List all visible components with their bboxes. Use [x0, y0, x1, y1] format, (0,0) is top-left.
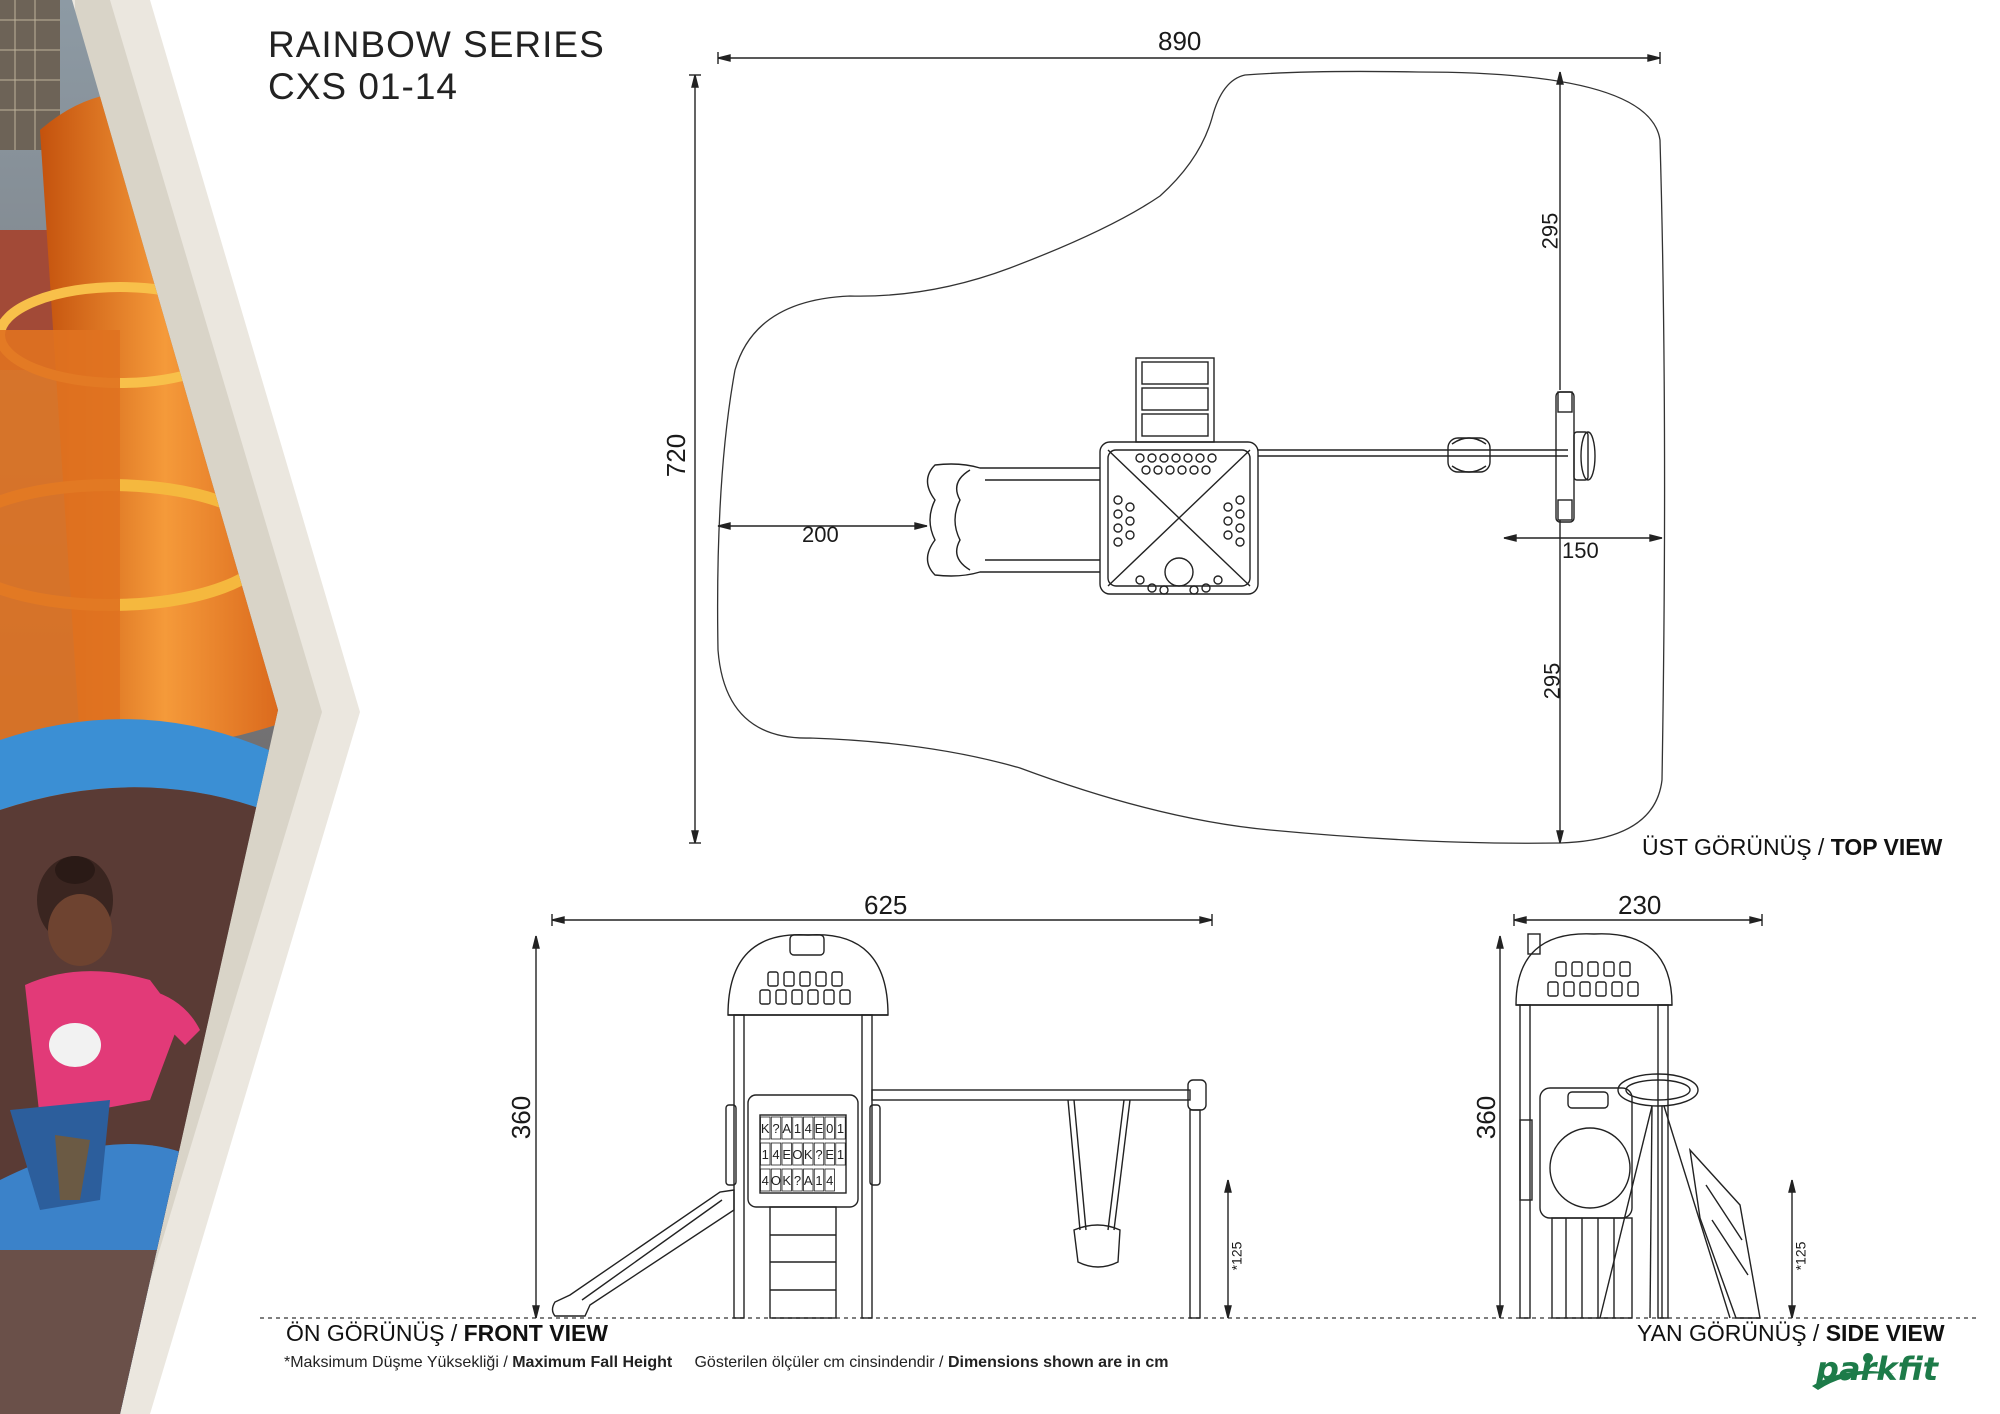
letter-cell: [803, 1168, 814, 1192]
letter-cell: [813, 1142, 825, 1166]
letter-cell: [813, 1168, 825, 1192]
safety-zone-outline: [716, 70, 1666, 844]
letter-cell-text: ?: [815, 1147, 822, 1162]
letter-cell-text: 4: [805, 1121, 812, 1136]
letter-cell: [803, 1142, 814, 1166]
letter-cell: [760, 1116, 771, 1140]
letter-cell: [781, 1168, 792, 1192]
ladder-top: [1135, 357, 1215, 443]
top-depth-dim: 720: [661, 433, 692, 478]
letter-cell: [835, 1142, 846, 1166]
letter-cell-text: A: [804, 1173, 813, 1188]
top-lower-dim: 295: [1539, 662, 1565, 700]
side-view-label: YAN GÖRÜNÜŞ / SIDE VIEW: [1637, 1320, 1945, 1346]
letter-cell-text: E: [815, 1121, 824, 1136]
letter-cell-text: K: [761, 1121, 770, 1136]
top-view: [689, 52, 1666, 844]
child-figure: [10, 856, 200, 1210]
brand-logo: parkfit: [1816, 1350, 1939, 1388]
letter-cell-text: A: [782, 1121, 791, 1136]
swing-chain-right: [1113, 1099, 1131, 1231]
slide-top: [926, 463, 1100, 577]
letter-cell: [835, 1116, 846, 1140]
letter-cell-text: ?: [772, 1121, 779, 1136]
top-view-label: ÜST GÖRÜNÜŞ / TOP VIEW: [1642, 834, 1943, 860]
letter-cell-text: K: [782, 1173, 791, 1188]
model-code: CXS 01-14: [268, 66, 458, 107]
letter-cell-text: O: [771, 1173, 781, 1188]
letter-cell-text: O: [792, 1147, 802, 1162]
ladder-side: [1688, 1147, 1761, 1319]
top-left-dim: 200: [802, 522, 839, 547]
letter-cell-text: K: [804, 1147, 813, 1162]
letter-cell: [824, 1116, 835, 1140]
side-height-dim: 360: [1471, 1095, 1502, 1140]
letter-cell: [792, 1116, 803, 1140]
letter-cell: [770, 1116, 782, 1140]
letter-cell: [813, 1116, 825, 1140]
slide-front: [551, 1189, 735, 1317]
letter-cell: [803, 1116, 814, 1140]
letter-cell: [770, 1168, 782, 1192]
letter-cell-text: 1: [794, 1121, 801, 1136]
letter-cell: [781, 1116, 792, 1140]
letter-cell-text: 1: [815, 1173, 822, 1188]
front-height-dim: 360: [506, 1095, 537, 1140]
swing-chain-left: [1067, 1099, 1081, 1231]
letter-cell: [792, 1168, 803, 1192]
front-width-dim: 625: [864, 890, 908, 920]
letter-cell-text: 1: [837, 1121, 844, 1136]
front-fall-dim: *125: [1228, 1241, 1245, 1271]
side-fall-dim: *125: [1792, 1241, 1809, 1271]
letter-cell: [824, 1168, 835, 1192]
letter-cell: [760, 1168, 771, 1192]
top-right-dim: 150: [1562, 538, 1599, 563]
letter-cell: [770, 1142, 782, 1166]
front-view-label: ÖN GÖRÜNÜŞ / FRONT VIEW: [286, 1320, 609, 1346]
swing-seat-front: [1073, 1224, 1121, 1268]
letter-cell-text: 4: [762, 1173, 769, 1188]
top-upper-dim: 295: [1537, 212, 1563, 250]
letter-cell-text: E: [825, 1147, 834, 1162]
photo-panel: [0, 0, 360, 1414]
side-view: [1496, 914, 1796, 1319]
letter-cell-text: ?: [794, 1173, 801, 1188]
letter-cell: [824, 1142, 835, 1166]
letter-cell: [792, 1142, 803, 1166]
letter-cell: [760, 1142, 771, 1166]
side-width-dim: 230: [1618, 890, 1662, 920]
swing-post-front: [1189, 1109, 1201, 1319]
series-title: RAINBOW SERIES: [268, 24, 605, 65]
roof-side: [1515, 933, 1673, 1006]
swing-post-side: [1617, 1073, 1699, 1107]
letter-cell: [781, 1142, 792, 1166]
letter-cell-text: 1: [837, 1147, 844, 1162]
letter-cell-text: 1: [762, 1147, 769, 1162]
swing-beam-front: [871, 1089, 1191, 1101]
letter-cell-text: E: [782, 1147, 791, 1162]
letter-cell-text: 0: [826, 1121, 833, 1136]
letter-cell-text: 4: [826, 1173, 833, 1188]
front-view: [532, 914, 1232, 1319]
brand-swoosh-icon: [1812, 1353, 1894, 1390]
letter-cell-text: 4: [772, 1147, 779, 1162]
footnote: *Maksimum Düşme Yüksekliği / Maximum Fal…: [284, 1354, 1169, 1371]
top-width-dim: 890: [1158, 26, 1202, 56]
